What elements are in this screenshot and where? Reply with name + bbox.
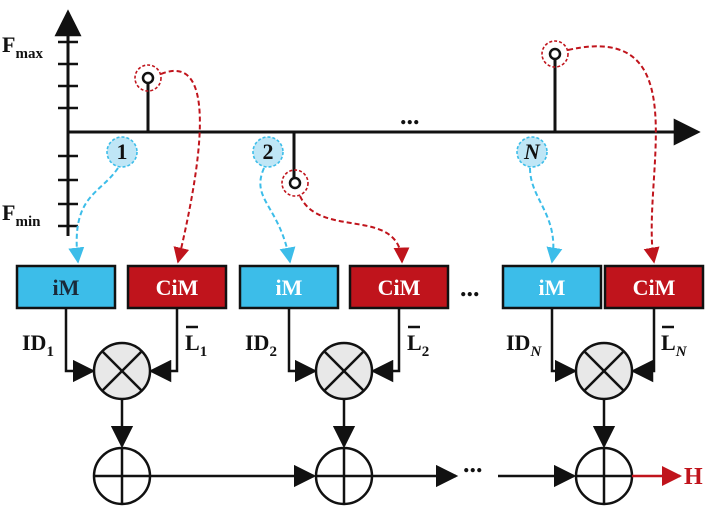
red-connector-1: [160, 70, 201, 264]
output-label: H: [684, 464, 703, 490]
cim-box-2-label: CiM: [378, 275, 421, 300]
im-box-1: iM: [15, 264, 117, 310]
id-label-n: IDN: [506, 330, 542, 360]
blue-connector-n: [529, 167, 563, 264]
f-min-sub: min: [15, 214, 41, 230]
l-label-2: L2: [407, 325, 429, 360]
blue-connector-1: [68, 167, 119, 264]
blue-connector-2: [259, 167, 296, 264]
red-connector-n: [567, 45, 660, 264]
stem-2-tip: [288, 176, 302, 190]
f-min-label: Fmin: [2, 200, 41, 230]
y-axis-ticks: [58, 40, 78, 228]
svg-text:L1: L1: [185, 330, 207, 360]
l-line-2: [370, 308, 401, 383]
multiplier-2: [314, 341, 374, 401]
l-label-n: LN: [661, 325, 688, 360]
adder-2: [314, 446, 374, 506]
cim-box-2: CiM: [348, 264, 450, 310]
l-line-n: [630, 308, 656, 383]
im-box-n-label: iM: [539, 275, 566, 300]
im-box-2-label: iM: [276, 275, 303, 300]
cim-box-n: CiM: [603, 264, 705, 310]
stem-1-tip: [141, 71, 155, 85]
im-box-n: iM: [501, 264, 603, 310]
f-max-main: F: [2, 32, 15, 57]
multiplier-1: [92, 341, 152, 401]
stem-1-marker: [134, 64, 162, 92]
stem-n-marker: [541, 40, 569, 68]
f-max-label: Fmax: [2, 32, 43, 62]
im-box-2: iM: [238, 264, 340, 310]
f-max-sub: max: [15, 46, 43, 62]
cim-box-1-label: CiM: [156, 275, 199, 300]
stem-n-tip: [548, 47, 562, 61]
index-node-1: 1: [106, 136, 138, 168]
id-line-1: [64, 308, 96, 383]
index-node-2: 2: [252, 136, 284, 168]
multiplier-n: [574, 341, 634, 401]
cim-box-1: CiM: [126, 264, 228, 310]
signal-lines: [64, 308, 656, 383]
svg-text:L2: L2: [407, 330, 429, 360]
cim-box-n-label: CiM: [633, 275, 676, 300]
box-ellipsis: ...: [460, 273, 480, 302]
adder-1: [92, 446, 152, 506]
red-connector-2: [299, 195, 410, 264]
f-min-main: F: [2, 200, 15, 225]
index-node-2-label: 2: [263, 139, 274, 164]
im-box-1-label: iM: [53, 275, 80, 300]
id-label-2: ID2: [245, 330, 277, 360]
l-label-1: L1: [185, 325, 207, 360]
adder-ellipsis: ...: [463, 449, 483, 478]
id-label-1: ID1: [22, 330, 54, 360]
l-line-1: [148, 308, 179, 383]
index-node-n: N: [516, 136, 548, 168]
svg-text:LN: LN: [661, 330, 688, 360]
axis-ellipsis: ...: [400, 101, 420, 130]
id-line-2: [287, 308, 318, 383]
index-node-n-label: N: [523, 139, 541, 164]
stem-2-marker: [281, 169, 309, 197]
index-node-1-label: 1: [117, 139, 128, 164]
adder-n: [574, 446, 634, 506]
id-line-n: [550, 308, 578, 383]
mult-to-add-lines: [110, 399, 616, 449]
